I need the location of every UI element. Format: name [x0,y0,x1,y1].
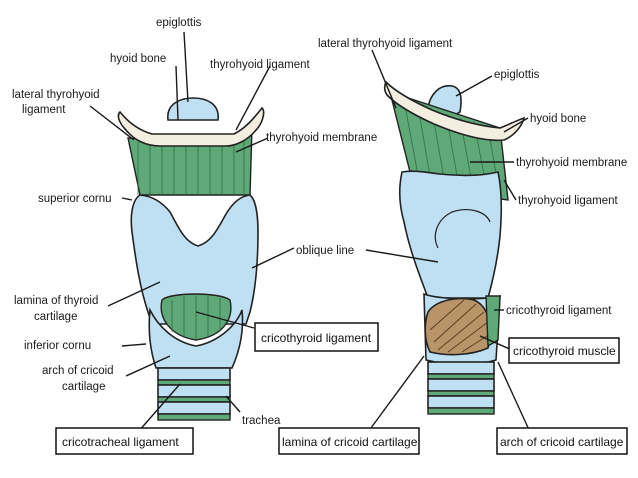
box-cricotracheal-ligament: cricotracheal ligament [55,427,194,455]
cricothyroid-fibers-front [171,296,221,340]
svg-text:cricotracheal ligament: cricotracheal ligament [62,435,179,449]
cricoid-arch-front-shape [148,307,244,369]
membrane-fibers-front [137,134,245,195]
cricothyroid-ligament-side-shape [485,295,501,348]
label-trachea: trachea [242,415,281,427]
label-inferior-cornu: inferior cornu [24,340,91,352]
label-lat-thyrohyoid-front-1: lateral thyrohyoid [12,89,100,101]
larynx-side-view [383,80,526,415]
boxed-labels: cricothyroid ligament cricothyroid muscl… [55,322,628,455]
hyoid-bone-side-shape [383,80,526,142]
label-hyoid-front: hyoid bone [110,53,166,65]
label-epiglottis-side: epiglottis [494,69,540,81]
label-thyrohyoid-lig-front: thyrohyoid ligament [210,59,311,71]
label-arch-cricoid-front-1: arch of cricoid [42,365,114,377]
thyroid-cartilage-side-shape [399,170,503,299]
labels: epiglottis hyoid bone thyrohyoid ligamen… [12,17,627,427]
trachea-side-shape [427,361,495,415]
label-oblique-line: oblique line [296,245,354,257]
label-lamina-thyroid-2: cartilage [34,311,77,323]
svg-text:lamina of cricoid cartilage: lamina of cricoid cartilage [282,435,418,449]
epiglottis-front-shape [167,97,219,121]
label-epiglottis-front: epiglottis [156,17,202,29]
label-lamina-thyroid-1: lamina of thyroid [14,295,98,307]
box-cricothyroid-muscle: cricothyroid muscle [508,337,620,364]
box-cricothyroid-ligament: cricothyroid ligament [254,322,379,352]
hyoid-bone-front-shape [117,106,265,147]
label-thyrohyoid-lig-side: thyrohyoid ligament [518,195,619,207]
label-thyrohyoid-membrane-front: thyrohyoid membrane [266,132,377,144]
label-lat-thyrohyoid-side: lateral thyrohyoid ligament [318,38,453,50]
label-thyrohyoid-membrane-side: thyrohyoid membrane [516,157,627,169]
svg-text:cricothyroid muscle: cricothyroid muscle [513,344,616,358]
cricothyroid-muscle-fibers [429,299,491,353]
cricothyroid-muscle-shape [424,297,492,356]
label-hyoid-side: hyoid bone [530,113,586,125]
label-superior-cornu: superior cornu [38,193,112,205]
box-lamina-cricoid: lamina of cricoid cartilage [278,427,420,455]
svg-text:cricothyroid ligament: cricothyroid ligament [261,331,372,345]
oblique-line-side-shape [434,209,491,249]
trachea-front-shape [157,367,231,421]
box-arch-cricoid-side: arch of cricoid cartilage [496,427,628,455]
larynx-front-view [117,97,265,421]
thyroid-cartilage-front-shape [130,194,259,325]
leader-lines [89,31,531,433]
label-lat-thyrohyoid-front-2: ligament [22,104,66,116]
label-cricothyroid-lig-side: cricothyroid ligament [506,305,612,317]
label-arch-cricoid-front-2: cartilage [62,381,105,393]
svg-text:arch of cricoid cartilage: arch of cricoid cartilage [500,435,624,449]
